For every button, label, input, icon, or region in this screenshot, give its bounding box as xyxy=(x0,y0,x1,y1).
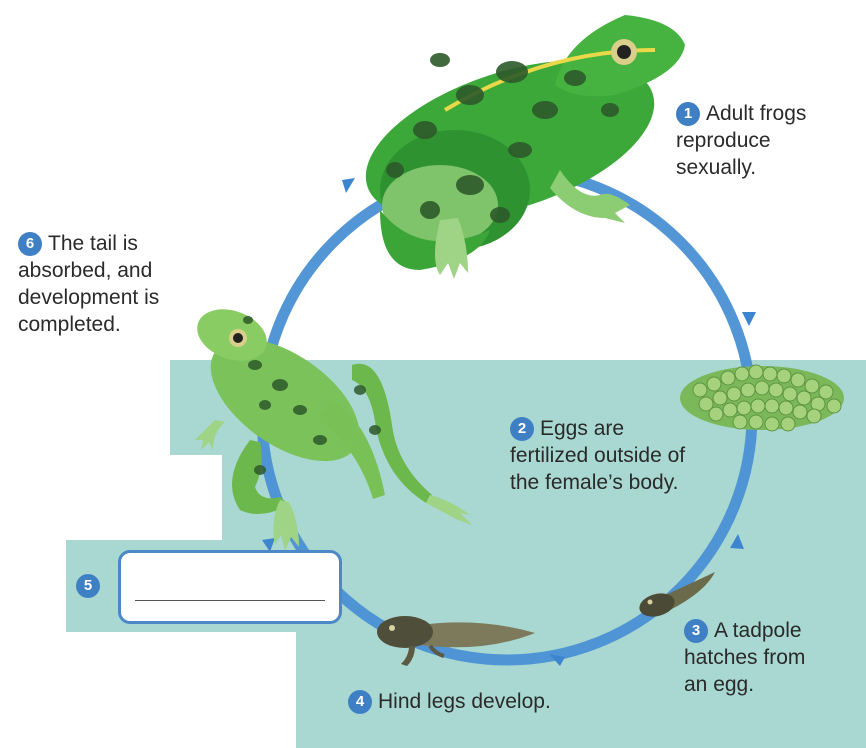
young-frog-icon xyxy=(195,309,472,551)
adult-frog-icon xyxy=(365,15,685,279)
step-text: an egg. xyxy=(684,673,755,696)
step-number-badge: 4 xyxy=(348,690,372,714)
arrowhead-icon xyxy=(342,178,355,193)
step-text: reproduce xyxy=(676,129,771,152)
step-number-badge: 6 xyxy=(18,232,42,256)
step-2-label: 2 Eggs are fertilized outside of the fema… xyxy=(510,415,685,496)
tadpole-with-legs-icon xyxy=(377,616,535,666)
arrowhead-icon xyxy=(262,538,275,552)
step-text: hatches from xyxy=(684,646,806,669)
arrowhead-icon xyxy=(730,534,744,549)
cycle-arrowheads xyxy=(262,178,756,666)
step-text: The tail is xyxy=(48,232,138,255)
step-6-label: 6 The tail is absorbed, and development i… xyxy=(18,230,159,338)
step-number-badge: 5 xyxy=(76,574,100,598)
step-4-label: 4 Hind legs develop. xyxy=(348,688,551,715)
water-background xyxy=(222,455,866,540)
arrowhead-icon xyxy=(742,312,756,326)
step-5-answer-box[interactable] xyxy=(118,550,342,624)
step-text: absorbed, and xyxy=(18,259,153,282)
step-text: the female’s body. xyxy=(510,471,679,494)
step-text: Adult frogs xyxy=(706,102,807,125)
step-text: fertilized outside of xyxy=(510,444,686,467)
step-text: Hind legs develop. xyxy=(378,690,551,713)
egg-mass-icon xyxy=(680,364,844,432)
step-number-badge: 3 xyxy=(684,619,708,643)
arrowhead-icon xyxy=(549,654,565,666)
answer-line xyxy=(135,600,325,601)
step-number-badge: 2 xyxy=(510,417,534,441)
step-1-label: 1 Adult frogs reproduce sexually. xyxy=(676,100,806,181)
step-3-label: 3 A tadpole hatches from an egg. xyxy=(684,617,805,698)
tadpole-icon xyxy=(639,572,715,617)
step-text: A tadpole xyxy=(714,619,802,642)
step-number-badge: 1 xyxy=(676,102,700,126)
step-text: completed. xyxy=(18,313,121,336)
step-text: development is xyxy=(18,286,160,309)
step-text: Eggs are xyxy=(540,417,625,440)
step-text: sexually. xyxy=(676,156,757,179)
